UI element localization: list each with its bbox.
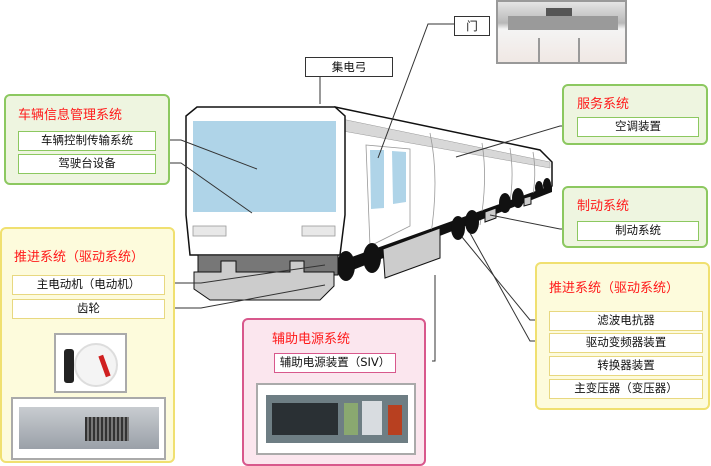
siv-unit-photo (256, 383, 416, 455)
panel-info-management: 车辆信息管理系统 车辆控制传输系统 驾驶台设备 (4, 94, 170, 185)
panel-title: 车辆信息管理系统 (18, 108, 123, 123)
item-air-conditioner: 空调装置 (577, 117, 699, 137)
item-gear: 齿轮 (12, 299, 165, 319)
item-brake-system: 制动系统 (577, 221, 699, 241)
headlight-right (301, 225, 336, 237)
panel-title: 制动系统 (577, 199, 630, 214)
item-filter-reactor: 滤波电抗器 (549, 311, 703, 331)
panel-service: 服务系统 空调装置 (562, 84, 708, 145)
train-car-body (329, 106, 553, 279)
traction-motor-photo (54, 333, 127, 393)
panel-aux-power: 辅助电源系统 辅助电源装置（SIV） (242, 318, 426, 466)
panel-title: 辅助电源系统 (272, 332, 351, 347)
panel-title: 服务系统 (577, 97, 630, 112)
headlight-left (192, 225, 227, 237)
door-mechanism-photo (496, 0, 627, 64)
pantograph-label: 集电弓 (305, 57, 393, 77)
door-label: 门 (454, 16, 490, 36)
item-vehicle-control-transmission: 车辆控制传输系统 (18, 131, 156, 151)
panel-brake: 制动系统 制动系统 (562, 186, 708, 248)
item-siv: 辅助电源装置（SIV） (274, 353, 396, 373)
item-cab-equipment: 驾驶台设备 (18, 154, 156, 174)
item-drive-inverter: 驱动变频器装置 (549, 333, 703, 353)
gear-unit-photo (11, 397, 166, 460)
panel-title: 推进系统（驱动系统） (549, 281, 680, 296)
panel-title: 推进系统（驱动系统） (14, 250, 145, 265)
item-traction-motor: 主电动机（电动机） (12, 275, 165, 295)
front-windshield (193, 121, 336, 212)
train-front-cab (185, 106, 346, 301)
train-wheels (337, 178, 551, 281)
item-main-transformer: 主变压器（变压器） (549, 379, 703, 399)
panel-propulsion-right: 推进系统（驱动系统） 滤波电抗器 驱动变频器装置 转换器装置 主变压器（变压器） (535, 262, 710, 410)
panel-propulsion-left: 推进系统（驱动系统） 主电动机（电动机） 齿轮 (0, 227, 175, 463)
item-converter: 转换器装置 (549, 356, 703, 376)
